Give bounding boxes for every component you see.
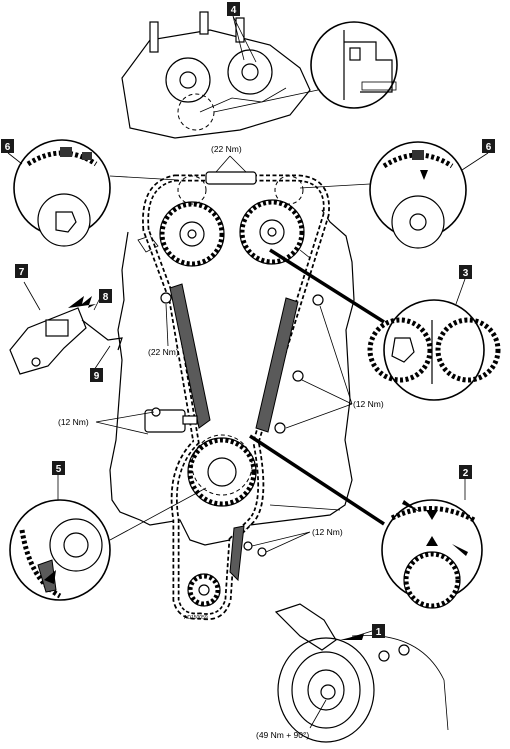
torque-label-right-bolts: (12 Nm) — [353, 399, 384, 409]
tool-detail-callout — [310, 21, 398, 109]
callout-5-chain-mark — [9, 487, 207, 601]
svg-text:9: 9 — [94, 371, 100, 382]
badge-8: 8 — [99, 289, 112, 303]
right-fixed-guide — [255, 297, 299, 433]
badge-2: 2 — [459, 465, 472, 479]
callout-6-left-intake-mark — [13, 139, 179, 247]
svg-text:7: 7 — [19, 267, 25, 278]
svg-text:6: 6 — [486, 142, 492, 153]
svg-text:4: 4 — [231, 5, 237, 16]
engine-block-outline — [109, 209, 355, 546]
torque-label-tensioner: (12 Nm) — [58, 417, 89, 427]
callout-3-cam-alignment — [269, 248, 501, 401]
badge-1: 1 — [372, 624, 385, 638]
torque-label-left-guide: (22 Nm) — [148, 347, 179, 357]
crankshaft-sprocket — [187, 434, 257, 507]
badge-7: 7 — [15, 264, 28, 278]
svg-text:1: 1 — [376, 627, 382, 638]
svg-text:2: 2 — [463, 468, 469, 479]
svg-text:8: 8 — [103, 292, 109, 303]
left-tensioner-guide — [169, 283, 211, 429]
oil-pump-sprocket — [187, 573, 221, 607]
svg-text:6: 6 — [5, 142, 11, 153]
guide-bolts — [160, 292, 324, 557]
badge-6-right: 6 — [482, 139, 495, 153]
badge-9: 9 — [90, 368, 103, 382]
torque-label-top: (22 Nm) — [211, 144, 242, 154]
exhaust-camshaft-sprocket — [239, 199, 305, 265]
badge-6-left: 6 — [1, 139, 14, 153]
intake-camshaft-sprocket — [159, 201, 225, 267]
drawing-code: AD150059 — [184, 615, 208, 621]
hydraulic-tensioner — [144, 407, 198, 433]
badge-3: 3 — [459, 265, 472, 279]
badge-5: 5 — [52, 461, 65, 475]
lower-chain-guide — [229, 525, 245, 582]
torque-label-crank-pulley: (49 Nm + 90°) — [256, 730, 309, 740]
svg-text:5: 5 — [56, 464, 62, 475]
callout-6-right-exhaust-mark — [299, 141, 467, 249]
upper-chain-guide — [205, 171, 257, 185]
crank-pulley-sketch — [274, 603, 449, 743]
camshaft-detail-sketch — [121, 11, 319, 139]
callout-2-crank-mark — [249, 434, 483, 609]
torque-label-lower-guide: (12 Nm) — [312, 527, 343, 537]
badge-4: 4 — [227, 2, 240, 16]
svg-text:3: 3 — [463, 268, 469, 279]
